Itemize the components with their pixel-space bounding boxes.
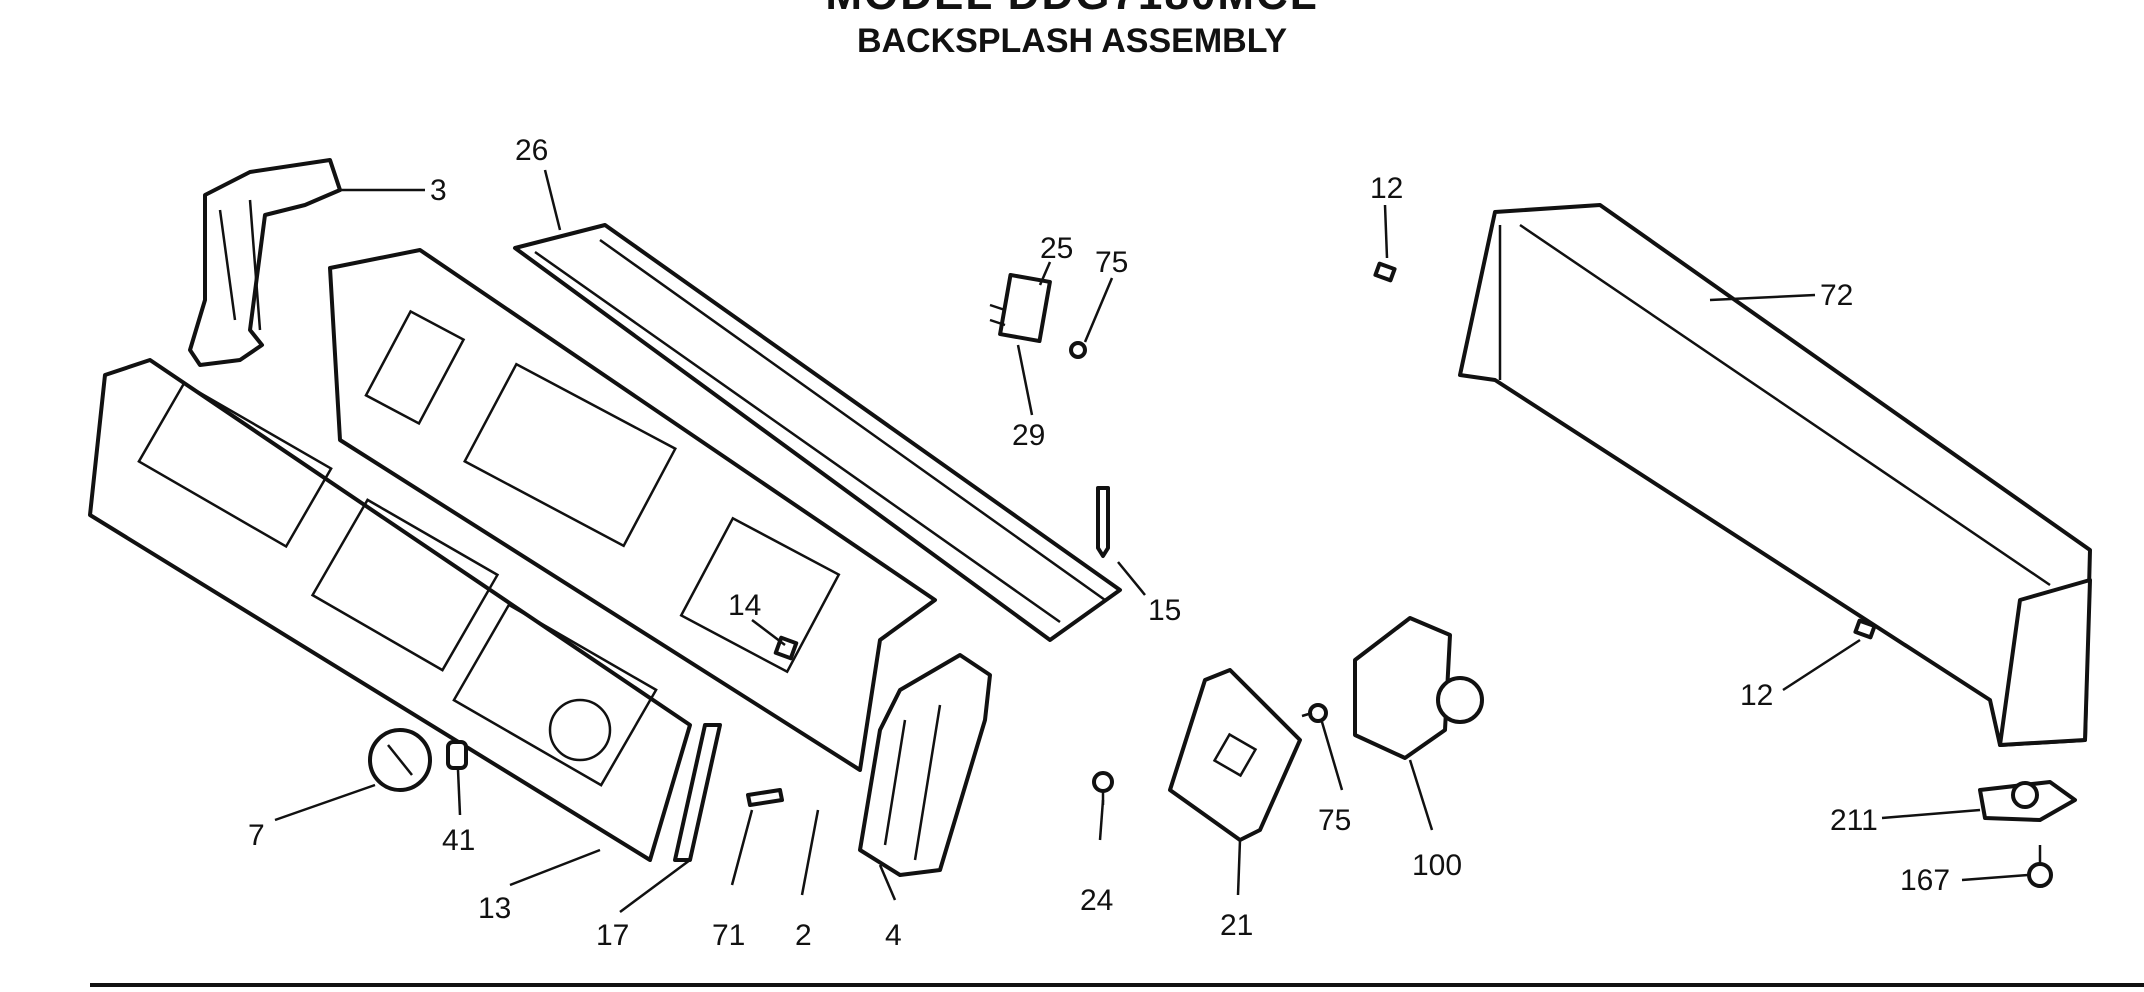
label-21: 21 (1220, 909, 1253, 942)
label-4: 4 (885, 919, 902, 952)
label-72: 72 (1820, 279, 1853, 312)
part-clip-12-top (1373, 261, 1397, 283)
label-71: 71 (712, 919, 745, 952)
label-14: 14 (728, 589, 761, 622)
part-screw-15 (1096, 486, 1110, 558)
label-25: 25 (1040, 232, 1073, 265)
label-3: 3 (430, 174, 447, 207)
part-end-cap-right (858, 653, 992, 877)
label-7: 7 (248, 819, 265, 852)
label-17: 17 (596, 919, 629, 952)
part-screw-167 (2027, 845, 2053, 888)
label-75-top: 75 (1095, 246, 1128, 279)
model-title: MODEL DDG7180MCL (0, 0, 2144, 20)
part-top-channel (513, 223, 1122, 642)
label-13: 13 (478, 892, 511, 925)
part-screw-71 (746, 788, 784, 807)
part-hinge-bracket (1978, 780, 2077, 822)
label-12-top: 12 (1370, 172, 1403, 205)
part-switch (989, 272, 1087, 359)
label-2: 2 (795, 919, 812, 952)
part-timer (1353, 616, 1484, 760)
label-24: 24 (1080, 884, 1113, 917)
diagram-subtitle: BACKSPLASH ASSEMBLY (856, 22, 1288, 60)
part-knob (368, 728, 432, 792)
label-12-bottom: 12 (1740, 679, 1773, 712)
part-rear-housing (1458, 203, 2092, 747)
part-control-panel (88, 358, 692, 862)
leader-lines (274, 169, 2029, 914)
label-26: 26 (515, 134, 548, 167)
part-screw-24 (1092, 771, 1114, 805)
label-167: 167 (1900, 864, 1950, 897)
label-75-bottom: 75 (1318, 804, 1351, 837)
label-29: 29 (1012, 419, 1045, 452)
part-clip-12-bottom (1853, 618, 1877, 640)
label-15: 15 (1148, 594, 1181, 627)
part-labels: 3 26 25 75 29 12 72 15 14 12 7 41 13 17 … (248, 134, 1950, 952)
label-211: 211 (1830, 804, 1878, 837)
part-circuit-board (1168, 668, 1302, 842)
part-end-cap-left (188, 158, 342, 367)
label-100: 100 (1412, 849, 1462, 882)
part-spring-clip (446, 740, 468, 770)
label-41: 41 (442, 824, 475, 857)
part-screw-75-lower (1301, 703, 1328, 723)
